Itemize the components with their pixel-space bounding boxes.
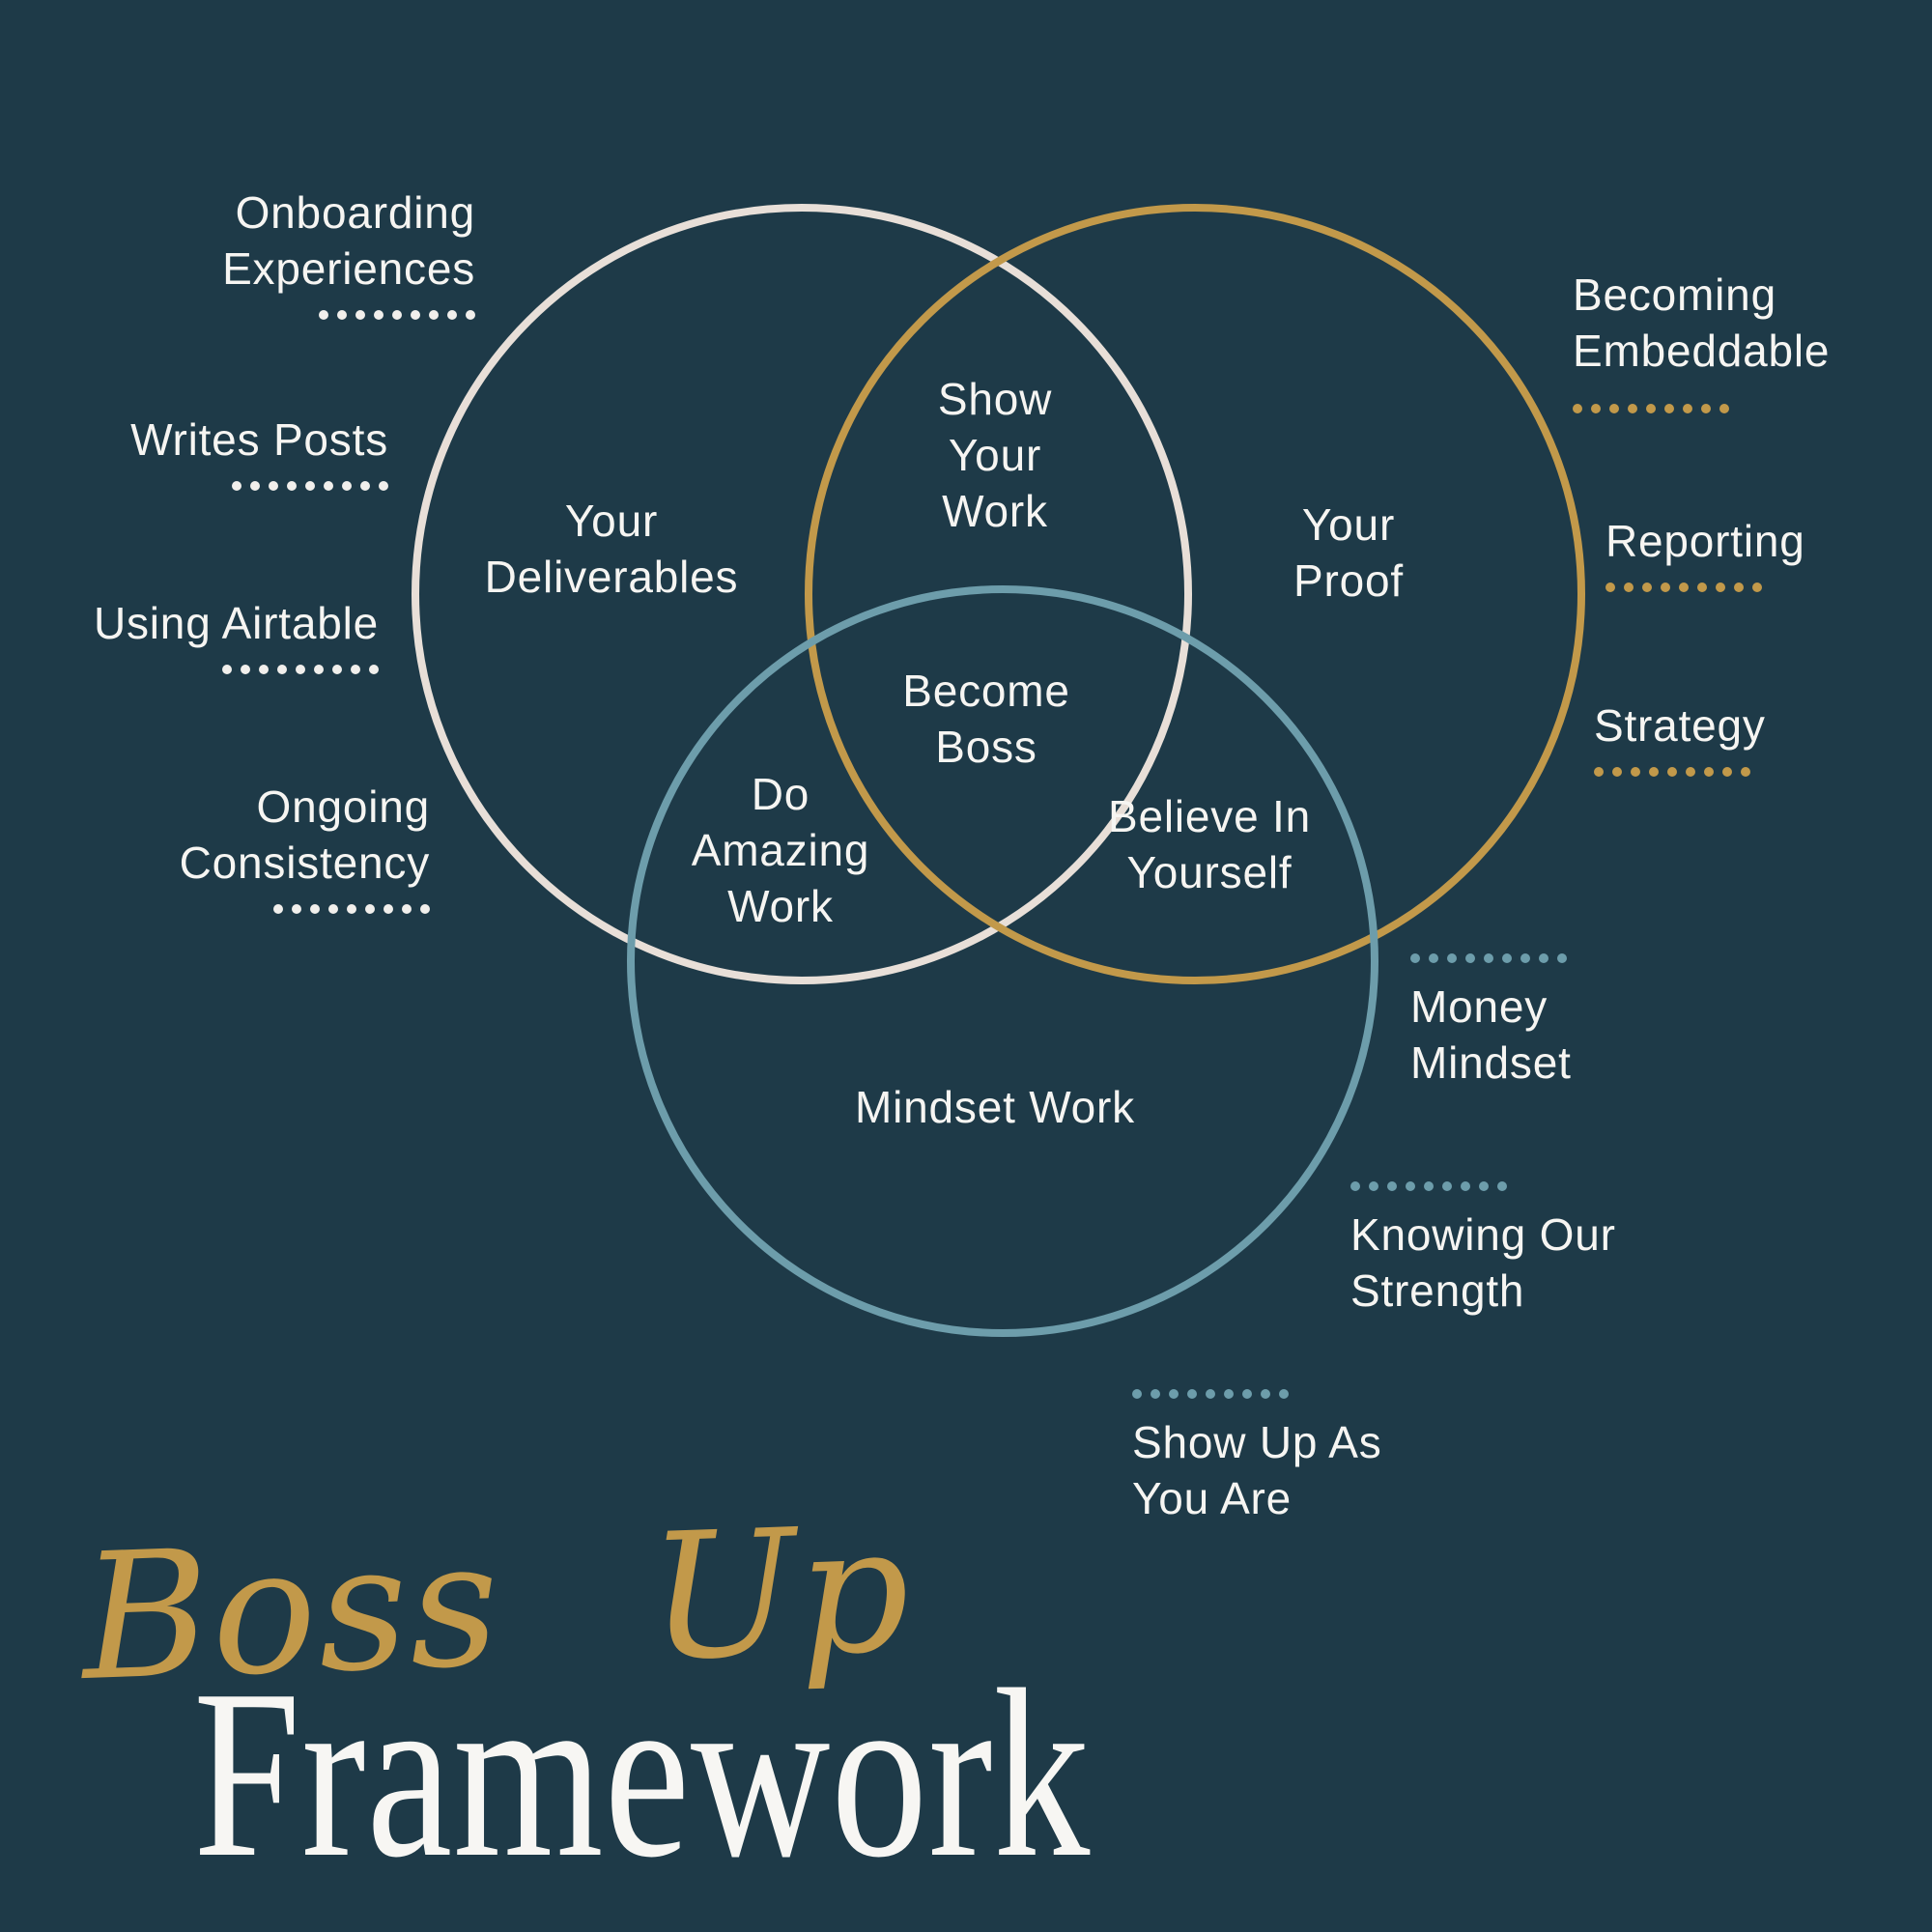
proof-circle: [805, 204, 1585, 984]
label-line: Embeddable: [1573, 326, 1831, 376]
dotted-divider: [222, 310, 475, 320]
region-line: Work: [727, 881, 834, 931]
label-line: Consistency: [179, 838, 430, 888]
region-show-your-work: Show Your Work: [938, 371, 1052, 539]
title-main: Framework: [193, 1640, 1092, 1908]
region-line: Yourself: [1126, 847, 1293, 897]
region-line: Proof: [1293, 555, 1404, 606]
region-line: Work: [942, 486, 1048, 536]
label-line: Money: [1410, 981, 1548, 1032]
label-writes-posts: Writes Posts: [130, 412, 388, 491]
region-line: Show: [937, 374, 1053, 424]
label-ongoing-consistency: Ongoing Consistency: [180, 779, 430, 914]
label-reporting: Reporting: [1605, 513, 1805, 592]
label-onboarding-experiences: Onboarding Experiences: [222, 185, 475, 320]
region-believe-in-yourself: Believe In Yourself: [1108, 788, 1311, 900]
label-line: Experiences: [222, 243, 475, 294]
label-strategy: Strategy: [1594, 697, 1766, 777]
region-line: Your: [1301, 499, 1396, 550]
mindset-circle: [627, 585, 1378, 1337]
region-line: Your: [564, 496, 659, 546]
dotted-divider: [130, 481, 388, 491]
region-line: Mindset Work: [855, 1082, 1135, 1132]
region-become-boss: Become Boss: [902, 663, 1070, 775]
region-line: Believe In: [1107, 791, 1312, 841]
region-your-proof: Your Proof: [1293, 497, 1404, 609]
dotted-divider: [1132, 1389, 1382, 1399]
dotted-divider: [1573, 404, 1830, 413]
label-line: Using Airtable: [93, 598, 379, 648]
label-using-airtable: Using Airtable: [94, 595, 379, 674]
dotted-divider: [180, 904, 430, 914]
label-line: Onboarding: [235, 187, 475, 238]
dotted-divider: [1350, 1181, 1616, 1191]
region-line: Amazing: [691, 825, 870, 875]
label-money-mindset: Money Mindset: [1410, 953, 1572, 1091]
dotted-divider: [1594, 767, 1766, 777]
region-line: Deliverables: [484, 552, 739, 602]
label-knowing-our-strength: Knowing Our Strength: [1350, 1181, 1616, 1319]
region-line: Do: [751, 769, 810, 819]
label-line: Writes Posts: [130, 414, 388, 465]
label-line: Knowing Our: [1350, 1209, 1616, 1260]
region-line: Become: [902, 666, 1070, 716]
region-mindset-work: Mindset Work: [855, 1079, 1135, 1135]
label-line: Reporting: [1605, 516, 1805, 566]
dotted-divider: [1605, 582, 1805, 592]
label-becoming-embeddable: Becoming Embeddable: [1573, 267, 1830, 413]
label-show-up-as-you-are: Show Up As You Are: [1132, 1389, 1382, 1526]
dotted-divider: [94, 665, 379, 674]
region-line: Boss: [935, 722, 1037, 772]
label-line: Ongoing: [256, 781, 430, 832]
label-line: Becoming: [1573, 270, 1776, 320]
label-line: You Are: [1132, 1473, 1293, 1523]
label-line: Strength: [1350, 1265, 1525, 1316]
label-line: Show Up As: [1132, 1417, 1382, 1467]
region-do-amazing-work: Do Amazing Work: [692, 766, 870, 934]
label-line: Strategy: [1594, 700, 1766, 751]
label-line: Mindset: [1410, 1037, 1572, 1088]
region-line: Your: [948, 430, 1042, 480]
deliverables-circle: [412, 204, 1192, 984]
region-your-deliverables: Your Deliverables: [485, 493, 739, 605]
dotted-divider: [1410, 953, 1572, 963]
